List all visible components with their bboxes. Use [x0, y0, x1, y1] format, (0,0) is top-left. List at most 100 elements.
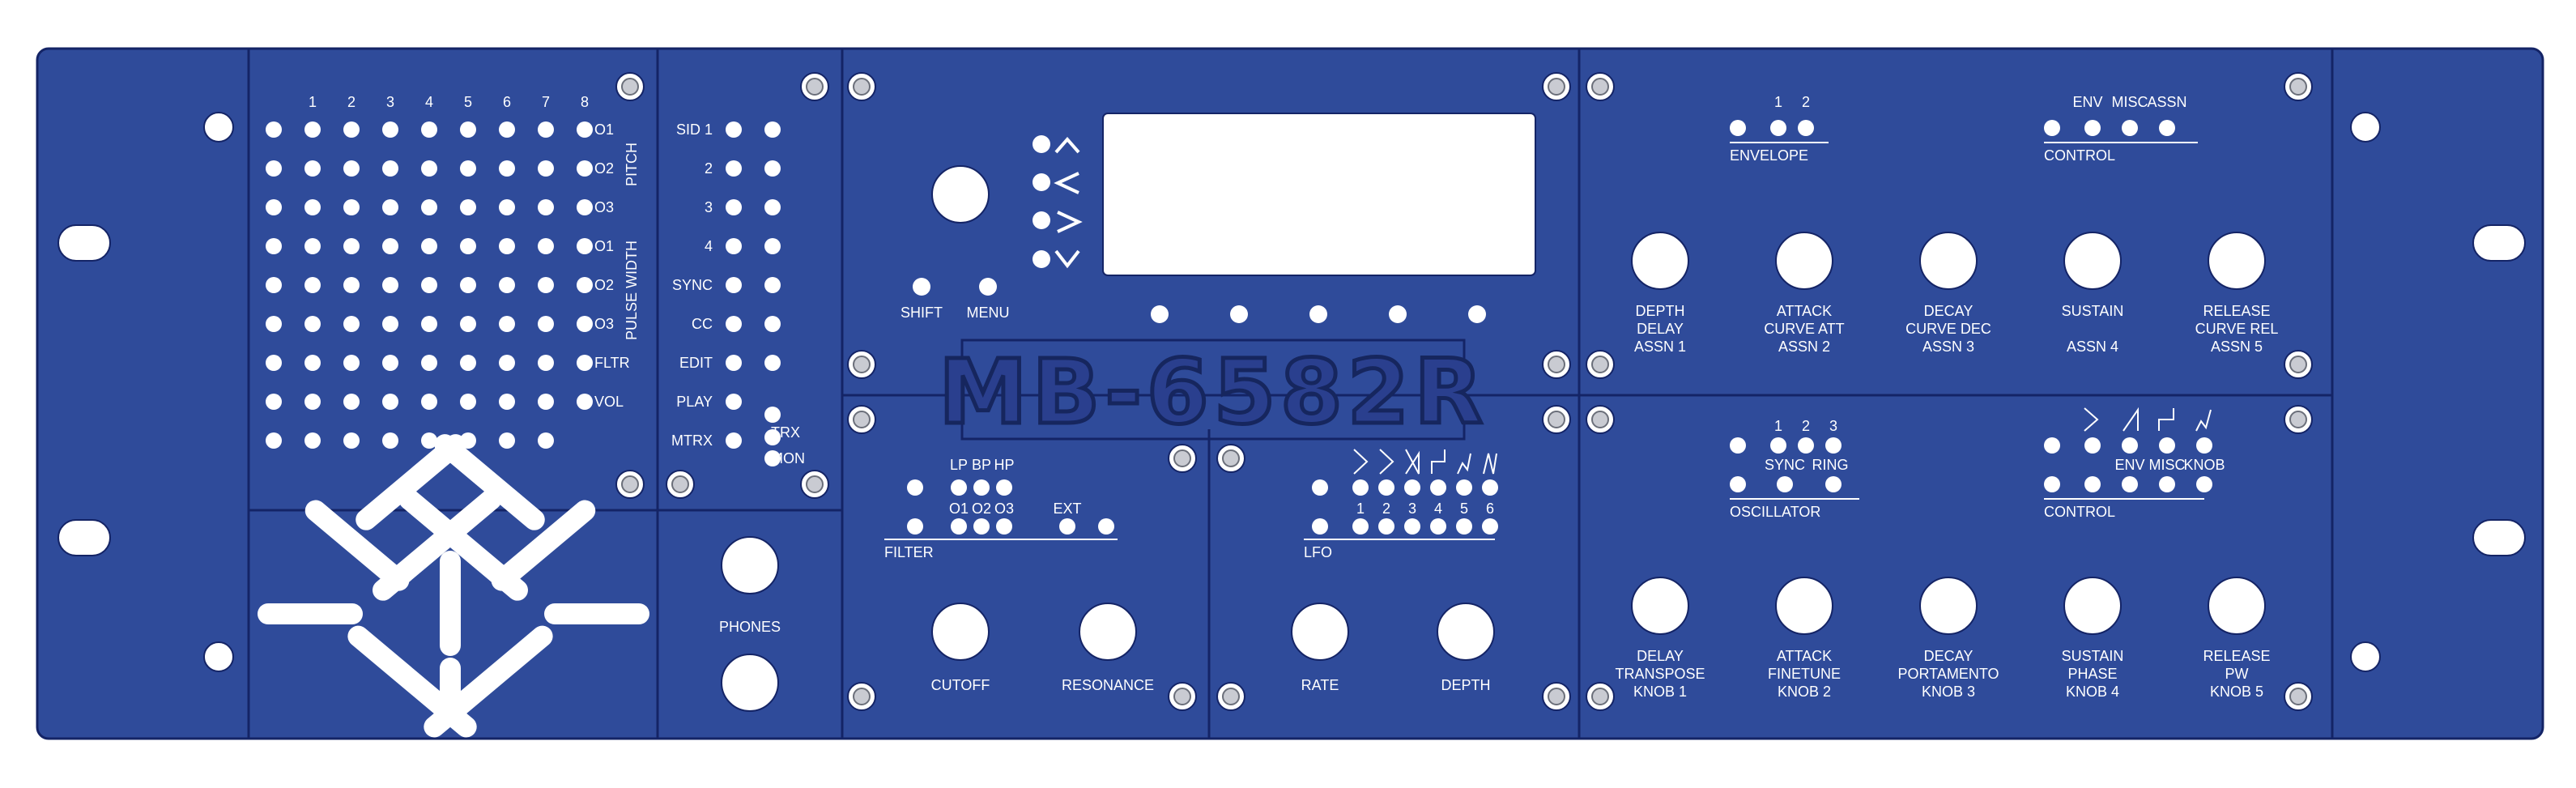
- filter-osc-label: O3: [994, 500, 1014, 517]
- arrow-up-icon: [1054, 136, 1080, 154]
- rack-slot: [57, 519, 111, 556]
- sid-select-button[interactable]: [726, 277, 742, 293]
- matrix-led: [343, 199, 360, 215]
- phones-volume-knob[interactable]: [721, 654, 779, 712]
- oscillator-knob-2[interactable]: [1775, 577, 1833, 635]
- oscillator-knob-5[interactable]: [2208, 577, 2266, 635]
- nav-buttons: [1033, 135, 1083, 269]
- softkey-2[interactable]: [1230, 305, 1248, 323]
- grille-slot: [304, 500, 410, 591]
- rack-slot: [2472, 519, 2526, 556]
- sid-select-button[interactable]: [726, 199, 742, 215]
- envelope-knob-3[interactable]: [1919, 232, 1978, 290]
- matrix-led: [460, 121, 476, 138]
- sid-select-button[interactable]: [726, 355, 742, 371]
- cutoff-knob[interactable]: [931, 603, 990, 661]
- softkeys: [1151, 305, 1486, 323]
- lfo-label: LFO: [1304, 544, 1332, 560]
- osc-number-label: 1: [1774, 418, 1782, 434]
- oscillator-knob-4[interactable]: [2063, 577, 2122, 635]
- sid-select-button[interactable]: [726, 316, 742, 332]
- softkey-1[interactable]: [1151, 305, 1169, 323]
- softkey-3[interactable]: [1309, 305, 1327, 323]
- rack-slot: [57, 224, 111, 262]
- sid-select-led: [764, 407, 781, 423]
- lfo-number-label: 2: [1382, 500, 1390, 517]
- osc-number-label: 2: [1802, 418, 1810, 434]
- matrix-led: [499, 394, 515, 410]
- filter-led: [1098, 518, 1114, 535]
- sid-select-button[interactable]: [726, 160, 742, 177]
- trx-label: TRX: [771, 424, 800, 441]
- matrix-led: [304, 277, 321, 293]
- rate-knob[interactable]: [1291, 603, 1349, 661]
- data-wheel[interactable]: [931, 165, 990, 224]
- nav-left-button[interactable]: [1033, 173, 1050, 191]
- sid-select-button[interactable]: [726, 238, 742, 254]
- resonance-label: RESONANCE: [1062, 677, 1154, 693]
- grille-slot: [373, 488, 502, 601]
- grille-slot: [434, 434, 545, 530]
- arrow-left-icon: [1054, 172, 1079, 194]
- filter-osc-label: O2: [972, 500, 991, 517]
- osc-wave-led: [2122, 437, 2138, 454]
- oscillator-knob-3[interactable]: [1919, 577, 1978, 635]
- phones-jack[interactable]: [721, 536, 779, 594]
- matrix-led: [421, 238, 437, 254]
- softkey-5[interactable]: [1468, 305, 1486, 323]
- envelope-knob-4[interactable]: [2063, 232, 2122, 290]
- softkey-4[interactable]: [1389, 305, 1407, 323]
- depth-knob[interactable]: [1437, 603, 1495, 661]
- lfo-waveform-icon: [1379, 449, 1394, 475]
- envelope-knob-5[interactable]: [2208, 232, 2266, 290]
- sid-select-button[interactable]: [726, 432, 742, 449]
- osc-number-label: 3: [1829, 418, 1837, 434]
- screw: [847, 405, 876, 434]
- env-control-led: [2044, 120, 2060, 136]
- envelope-knob-2[interactable]: [1775, 232, 1833, 290]
- filter-button[interactable]: [907, 518, 923, 535]
- lfo-button[interactable]: [1312, 518, 1328, 535]
- nav-down-button[interactable]: [1033, 250, 1050, 268]
- phones-label: PHONES: [719, 619, 781, 635]
- matrix-led: [382, 316, 398, 332]
- resonance-knob[interactable]: [1079, 603, 1137, 661]
- matrix-led: [421, 316, 437, 332]
- menu-button[interactable]: [979, 278, 997, 296]
- nav-right-button[interactable]: [1033, 211, 1050, 229]
- matrix-led: [421, 121, 437, 138]
- matrix-led: [266, 160, 282, 177]
- oscillator-knob-1[interactable]: [1631, 577, 1689, 635]
- oscillator-knob-label: KNOB 5: [2210, 684, 2263, 700]
- matrix-led: [577, 316, 593, 332]
- envelope-knob-1[interactable]: [1631, 232, 1689, 290]
- env-control-led: [2122, 120, 2138, 136]
- matrix-led: [343, 238, 360, 254]
- sid-select-label: SYNC: [672, 277, 713, 293]
- envelope-knob-label: ASSN 5: [2211, 339, 2263, 355]
- panel-body: [36, 47, 2544, 740]
- trx-led: [764, 429, 781, 445]
- nav-up-button[interactable]: [1033, 135, 1050, 153]
- sid-select-button[interactable]: [726, 394, 742, 410]
- sid-select-led: [764, 316, 781, 332]
- env-control-label: ENV: [2072, 94, 2102, 110]
- lfo-wave-led: [1430, 479, 1446, 496]
- matrix-col-number: 3: [386, 94, 394, 110]
- osc-sync-label: SYNC: [1765, 457, 1805, 473]
- lfo-wave-led: [1456, 479, 1472, 496]
- matrix-led: [266, 121, 282, 138]
- matrix-row-label: O1: [594, 121, 614, 138]
- matrix-led: [382, 238, 398, 254]
- filter-osc-led: [951, 518, 967, 535]
- rate-label: RATE: [1301, 677, 1339, 693]
- sid-select-button[interactable]: [726, 121, 742, 138]
- filter-type-label: HP: [994, 457, 1014, 473]
- sid-select-label: CC: [692, 316, 713, 332]
- shift-button[interactable]: [913, 278, 930, 296]
- env-control-label: ASSN: [2147, 94, 2186, 110]
